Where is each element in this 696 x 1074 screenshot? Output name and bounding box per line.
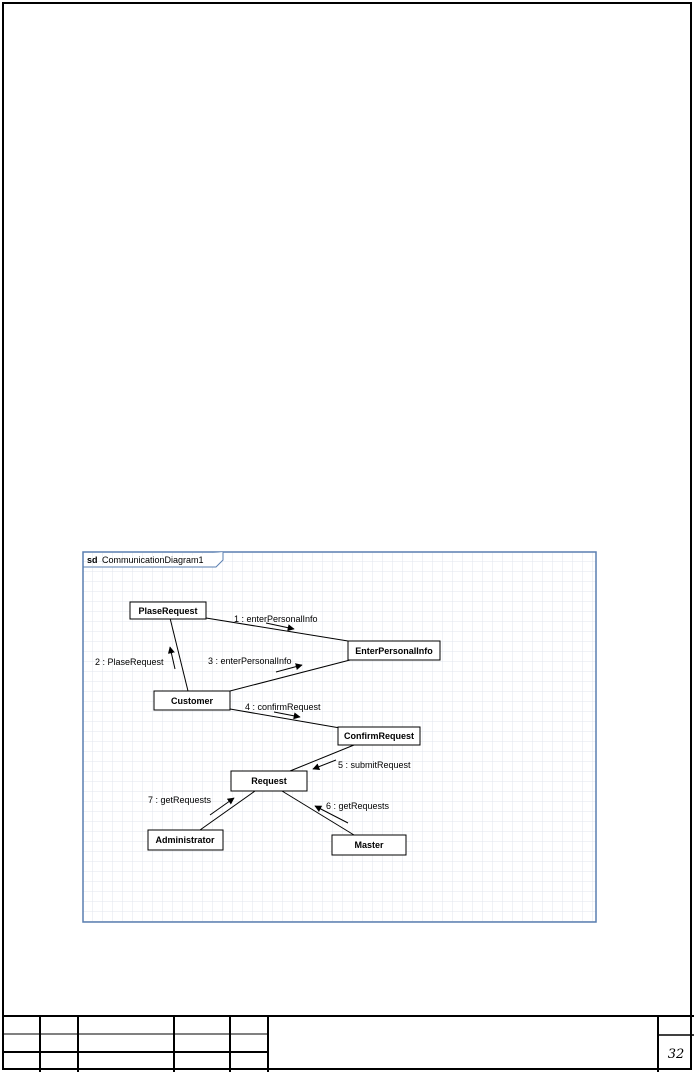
link-customer-enterpersonalinfo xyxy=(229,659,351,692)
message-6-arrow xyxy=(314,805,349,824)
object-enterpersonalinfo-label: EnterPersonalInfo xyxy=(355,646,433,656)
object-plaserequest-label: PlaseRequest xyxy=(138,606,197,616)
object-customer-box xyxy=(153,690,231,711)
link-plaserequest-enterpersonalinfo xyxy=(205,617,349,642)
communication-diagram: sd CommunicationDiagram1 1 : enterPerson… xyxy=(82,551,597,923)
link-request-administrator xyxy=(199,790,256,831)
page-number: 32 xyxy=(667,1047,685,1062)
message-6-label: 6 : getRequests xyxy=(326,801,390,811)
message-2-arrow xyxy=(167,646,176,670)
link-request-master xyxy=(281,790,355,836)
object-enterpersonalinfo-box xyxy=(347,640,441,661)
object-confirmrequest-box xyxy=(337,726,421,746)
object-master-box xyxy=(331,834,407,856)
frame-keyword: sd xyxy=(87,555,98,565)
object-master-label: Master xyxy=(354,840,384,850)
title-block xyxy=(2,1015,694,1072)
message-7-arrow xyxy=(209,797,235,816)
message-3-arrow xyxy=(275,663,303,673)
object-confirmrequest-label: ConfirmRequest xyxy=(344,731,414,741)
object-administrator-label: Administrator xyxy=(155,835,215,845)
object-request-box xyxy=(230,770,308,792)
message-1-arrow xyxy=(265,622,295,632)
object-administrator-box xyxy=(147,829,224,851)
frame-label-tab xyxy=(83,552,224,568)
message-7-label: 7 : getRequests xyxy=(148,795,212,805)
message-4-arrow xyxy=(273,711,301,720)
message-5-arrow xyxy=(312,759,337,770)
diagram-frame xyxy=(82,551,597,923)
object-plaserequest-box xyxy=(129,601,207,620)
link-customer-confirmrequest xyxy=(229,708,341,729)
link-plaserequest-customer xyxy=(169,617,189,692)
object-request-label: Request xyxy=(251,776,287,786)
link-confirmrequest-request xyxy=(289,744,355,772)
object-customer-label: Customer xyxy=(171,696,214,706)
message-1-label: 1 : enterPersonalInfo xyxy=(234,614,318,624)
message-5-label: 5 : submitRequest xyxy=(338,760,411,770)
message-3-label: 3 : enterPersonalInfo xyxy=(208,656,292,666)
frame-name: CommunicationDiagram1 xyxy=(102,555,204,565)
message-2-label: 2 : PlaseRequest xyxy=(95,657,164,667)
message-4-label: 4 : confirmRequest xyxy=(245,702,321,712)
